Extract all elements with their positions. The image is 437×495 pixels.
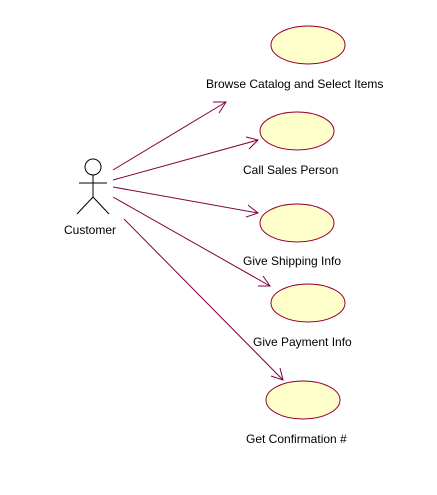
association-line xyxy=(112,186,259,214)
use-case-give-shipping-info[interactable] xyxy=(259,203,335,243)
actor-head xyxy=(84,158,102,176)
arrow-head xyxy=(270,367,284,381)
actor-customer-figure[interactable] xyxy=(76,158,110,215)
use-case-label-payment: Give Payment Info xyxy=(253,335,352,349)
actor-label: Customer xyxy=(64,223,117,237)
association-line xyxy=(123,218,284,381)
association-confirmation xyxy=(123,218,284,381)
association-shipping xyxy=(112,186,260,218)
actor-left-leg xyxy=(76,196,94,215)
arrow-head xyxy=(245,204,260,218)
association-line xyxy=(112,196,271,287)
use-case-give-payment-info[interactable] xyxy=(270,283,346,323)
arrow-head xyxy=(258,275,271,287)
use-case-browse-catalog[interactable] xyxy=(270,25,346,65)
arrow-head xyxy=(245,136,259,150)
use-case-get-confirmation[interactable] xyxy=(265,380,341,420)
arrow-head xyxy=(213,101,227,114)
association-browse xyxy=(112,101,227,171)
association-call-sales xyxy=(112,136,259,181)
use-case-label-call-sales: Call Sales Person xyxy=(243,163,339,177)
actor-right-leg xyxy=(92,196,110,215)
association-payment xyxy=(112,196,271,287)
use-case-label-confirmation: Get Confirmation # xyxy=(246,432,347,446)
association-line xyxy=(112,139,259,181)
use-case-label-shipping: Give Shipping Info xyxy=(243,254,342,268)
use-case-call-sales-person[interactable] xyxy=(259,111,335,151)
association-line xyxy=(112,101,227,171)
use-case-label-browse: Browse Catalog and Select Items xyxy=(206,77,384,91)
